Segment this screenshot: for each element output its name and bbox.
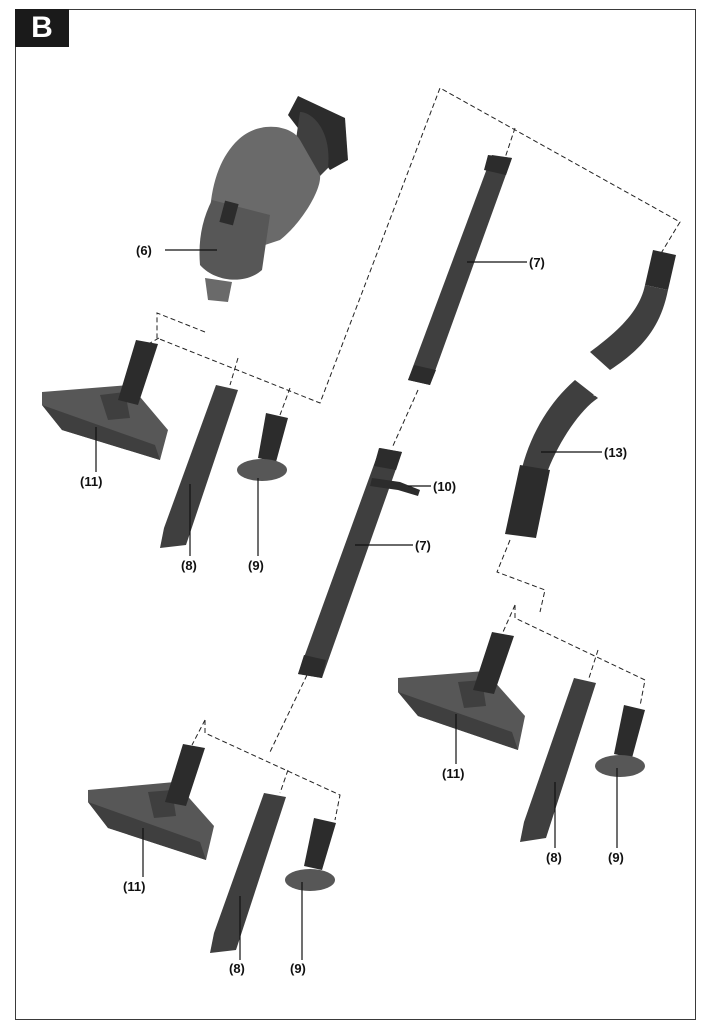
callout-set1-crevice: (8): [181, 558, 197, 573]
crevice-tool-set3-illustration: [520, 678, 596, 842]
extension-tube-upper-illustration: [408, 155, 512, 385]
crevice-tool-set2-illustration: [210, 793, 286, 953]
callout-tube-lower: (7): [415, 538, 431, 553]
floor-nozzle-set1-illustration: [42, 340, 168, 460]
leader-lines: [95, 249, 618, 960]
dusting-brush-set3-illustration: [595, 705, 645, 777]
floor-nozzle-set3-illustration: [398, 632, 525, 750]
callout-set3-floor-nozzle: (11): [442, 766, 464, 781]
extension-tube-lower-illustration: [298, 448, 420, 678]
callout-vacuum: (6): [136, 243, 152, 258]
callout-set2-brush: (9): [290, 961, 306, 976]
callout-set3-crevice: (8): [546, 850, 562, 865]
callout-set2-floor-nozzle: (11): [123, 879, 145, 894]
callout-set1-floor-nozzle: (11): [80, 474, 102, 489]
dusting-brush-set1-illustration: [237, 413, 288, 481]
callout-tube-upper: (7): [529, 255, 545, 270]
callout-set3-brush: (9): [608, 850, 624, 865]
handheld-vacuum-illustration: [199, 96, 348, 302]
callout-hose: (13): [604, 445, 627, 460]
callout-set1-brush: (9): [248, 558, 264, 573]
figure-frame: [15, 9, 696, 1020]
flexible-hose-illustration: [505, 250, 676, 538]
callout-set2-crevice: (8): [229, 961, 245, 976]
floor-nozzle-set2-illustration: [88, 744, 214, 860]
figure-letter-badge: B: [15, 9, 69, 47]
connection-lines: [149, 87, 681, 821]
callout-clip: (10): [433, 479, 456, 494]
dusting-brush-set2-illustration: [285, 818, 336, 891]
crevice-tool-set1-illustration: [160, 385, 238, 548]
